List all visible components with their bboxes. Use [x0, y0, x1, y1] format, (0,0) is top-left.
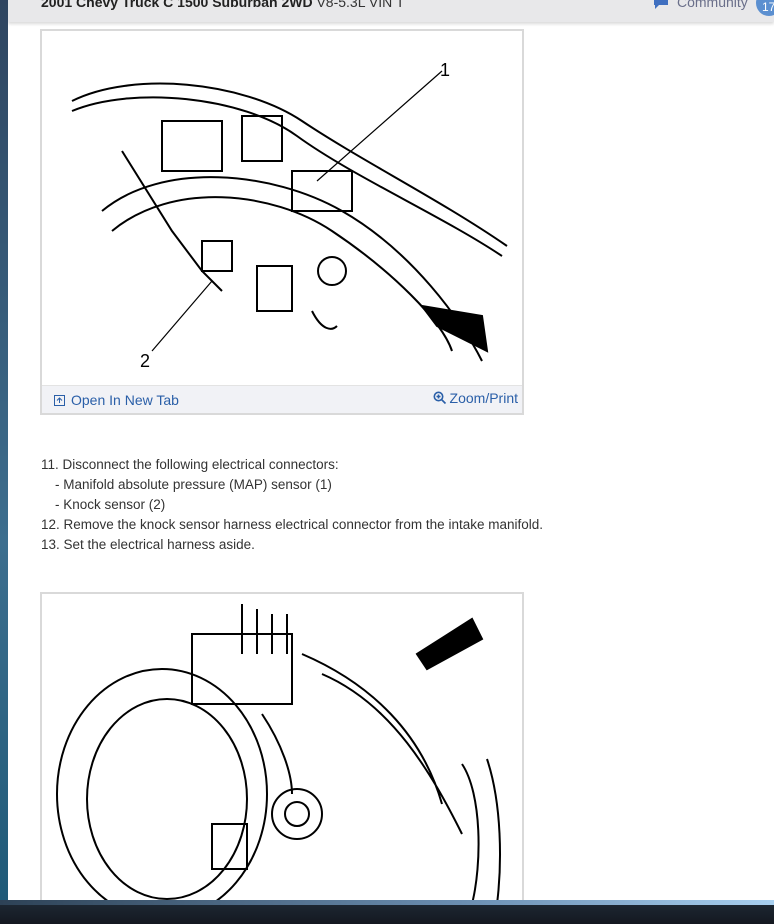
notification-badge[interactable]: 17 [756, 0, 774, 16]
page: 2001 Chevy Truck C 1500 Suburban 2WD V8-… [8, 0, 774, 900]
zoom-print-link[interactable]: Zoom/Print [433, 390, 518, 406]
vehicle-name: 2001 Chevy Truck C 1500 Suburban 2WD [41, 0, 313, 10]
step: 12. Remove the knock sensor harness elec… [41, 517, 543, 532]
figure-caption-bar: Open In New Tab Zoom/Print [42, 385, 522, 413]
zoom-label: Zoom/Print [449, 390, 518, 406]
community-button[interactable]: Community [653, 0, 748, 10]
window-frame [0, 0, 8, 905]
open-label: Open In New Tab [71, 392, 179, 408]
new-tab-icon [54, 394, 65, 406]
procedure-steps: 11. Disconnect the following electrical … [41, 455, 543, 555]
step: 11. Disconnect the following electrical … [41, 457, 339, 472]
figure-throttle-body [40, 592, 524, 900]
chat-icon [654, 0, 668, 9]
diagram-image [56, 604, 501, 900]
diagram-image: 1 2 [71, 60, 508, 371]
zoom-in-icon [433, 391, 446, 405]
engine: V8-5.3L VIN T [316, 0, 405, 10]
window-bottom-edge [0, 900, 774, 905]
callout-1: 1 [440, 60, 450, 80]
substep: - Knock sensor (2) [55, 497, 166, 512]
substep: - Manifold absolute pressure (MAP) senso… [55, 477, 332, 492]
header: 2001 Chevy Truck C 1500 Suburban 2WD V8-… [8, 0, 774, 22]
open-in-new-tab-link[interactable]: Open In New Tab [54, 392, 179, 408]
vehicle-title: 2001 Chevy Truck C 1500 Suburban 2WD V8-… [41, 0, 404, 10]
callout-2: 2 [140, 351, 150, 371]
step: 13. Set the electrical harness aside. [41, 537, 255, 552]
taskbar [0, 900, 774, 924]
community-label: Community [677, 0, 748, 10]
figure-map-knock-sensor: 1 2 Open In New Tab Zoom/Print [40, 29, 524, 415]
